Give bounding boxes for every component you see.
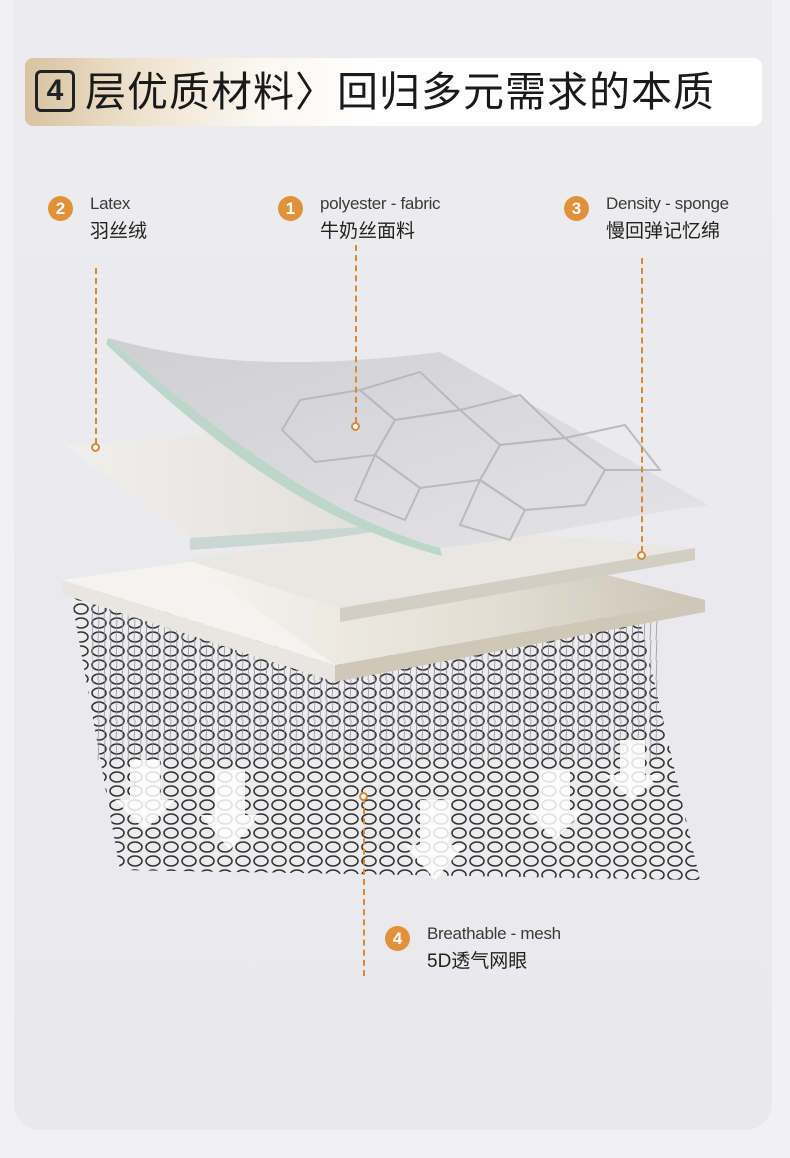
fabric-layer bbox=[106, 338, 708, 556]
label-english: Latex bbox=[90, 194, 131, 213]
layer-number-badge: 4 bbox=[385, 926, 410, 951]
section-header: 4 层优质材料〉回归多元需求的本质 bbox=[25, 58, 762, 126]
leader-dot-sponge bbox=[637, 551, 646, 560]
layer-count-badge: 4 bbox=[35, 70, 75, 112]
layer-number-badge: 1 bbox=[278, 196, 303, 221]
leader-dot-latex bbox=[91, 443, 100, 452]
leader-line-mesh bbox=[363, 798, 365, 976]
label-english: Breathable - mesh bbox=[427, 924, 561, 943]
label-chinese: 羽丝绒 bbox=[90, 221, 148, 242]
leader-line-sponge bbox=[641, 258, 643, 552]
layer-number-badge: 3 bbox=[564, 196, 589, 221]
leader-line-fabric bbox=[355, 245, 357, 423]
page-title: 层优质材料〉回归多元需求的本质 bbox=[85, 69, 715, 115]
label-chinese: 牛奶丝面料 bbox=[320, 221, 416, 242]
label-chinese: 慢回弹记忆绵 bbox=[606, 221, 721, 242]
layer-number-badge: 2 bbox=[48, 196, 73, 221]
label-english: polyester - fabric bbox=[320, 194, 441, 213]
label-chinese: 5D透气网眼 bbox=[427, 951, 528, 972]
leader-dot-fabric bbox=[351, 422, 360, 431]
label-english: Density - sponge bbox=[606, 194, 729, 213]
leader-line-latex bbox=[95, 268, 97, 444]
leader-dot-mesh bbox=[359, 792, 368, 801]
